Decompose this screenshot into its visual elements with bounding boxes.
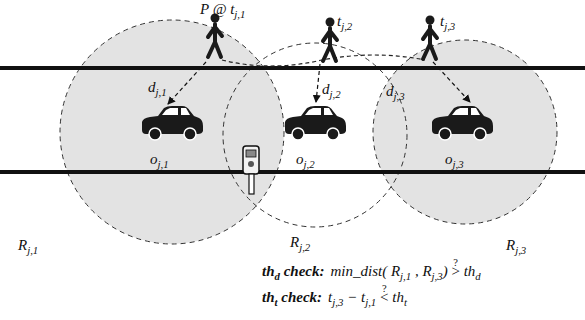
car bbox=[432, 106, 493, 140]
label: oj,2 bbox=[296, 150, 315, 168]
label: P @ tj,1 bbox=[200, 0, 245, 18]
label: tj,3 − tj,1 <? tht bbox=[328, 288, 407, 306]
label: tj,2 bbox=[337, 12, 352, 30]
distance-arrow bbox=[433, 62, 470, 102]
distance-arrow bbox=[168, 62, 206, 104]
label: thd check: bbox=[262, 262, 324, 280]
label: Rj,3 bbox=[506, 236, 526, 254]
car bbox=[142, 106, 203, 140]
label: Rj,1 bbox=[18, 236, 38, 254]
car bbox=[285, 106, 346, 140]
label: dj,1 bbox=[148, 78, 167, 96]
road-edge bbox=[0, 66, 585, 70]
region-circle bbox=[223, 43, 407, 227]
label: dj,3 bbox=[386, 82, 405, 100]
parking-meter bbox=[243, 146, 259, 194]
label: oj,3 bbox=[445, 150, 464, 168]
pedestrian bbox=[323, 18, 337, 62]
label: tj,3 bbox=[440, 12, 455, 30]
label: min_dist( Rj,1 , Rj,3) >? thd bbox=[330, 262, 480, 280]
distance-arrow bbox=[316, 64, 320, 102]
label: tht check: bbox=[262, 288, 322, 306]
region-circle bbox=[60, 20, 284, 244]
label: dj,2 bbox=[322, 80, 341, 98]
pedestrian bbox=[423, 16, 437, 60]
road-edge bbox=[0, 170, 585, 174]
label: oj,1 bbox=[150, 150, 169, 168]
pedestrian bbox=[208, 14, 222, 58]
label: Rj,2 bbox=[290, 233, 310, 251]
